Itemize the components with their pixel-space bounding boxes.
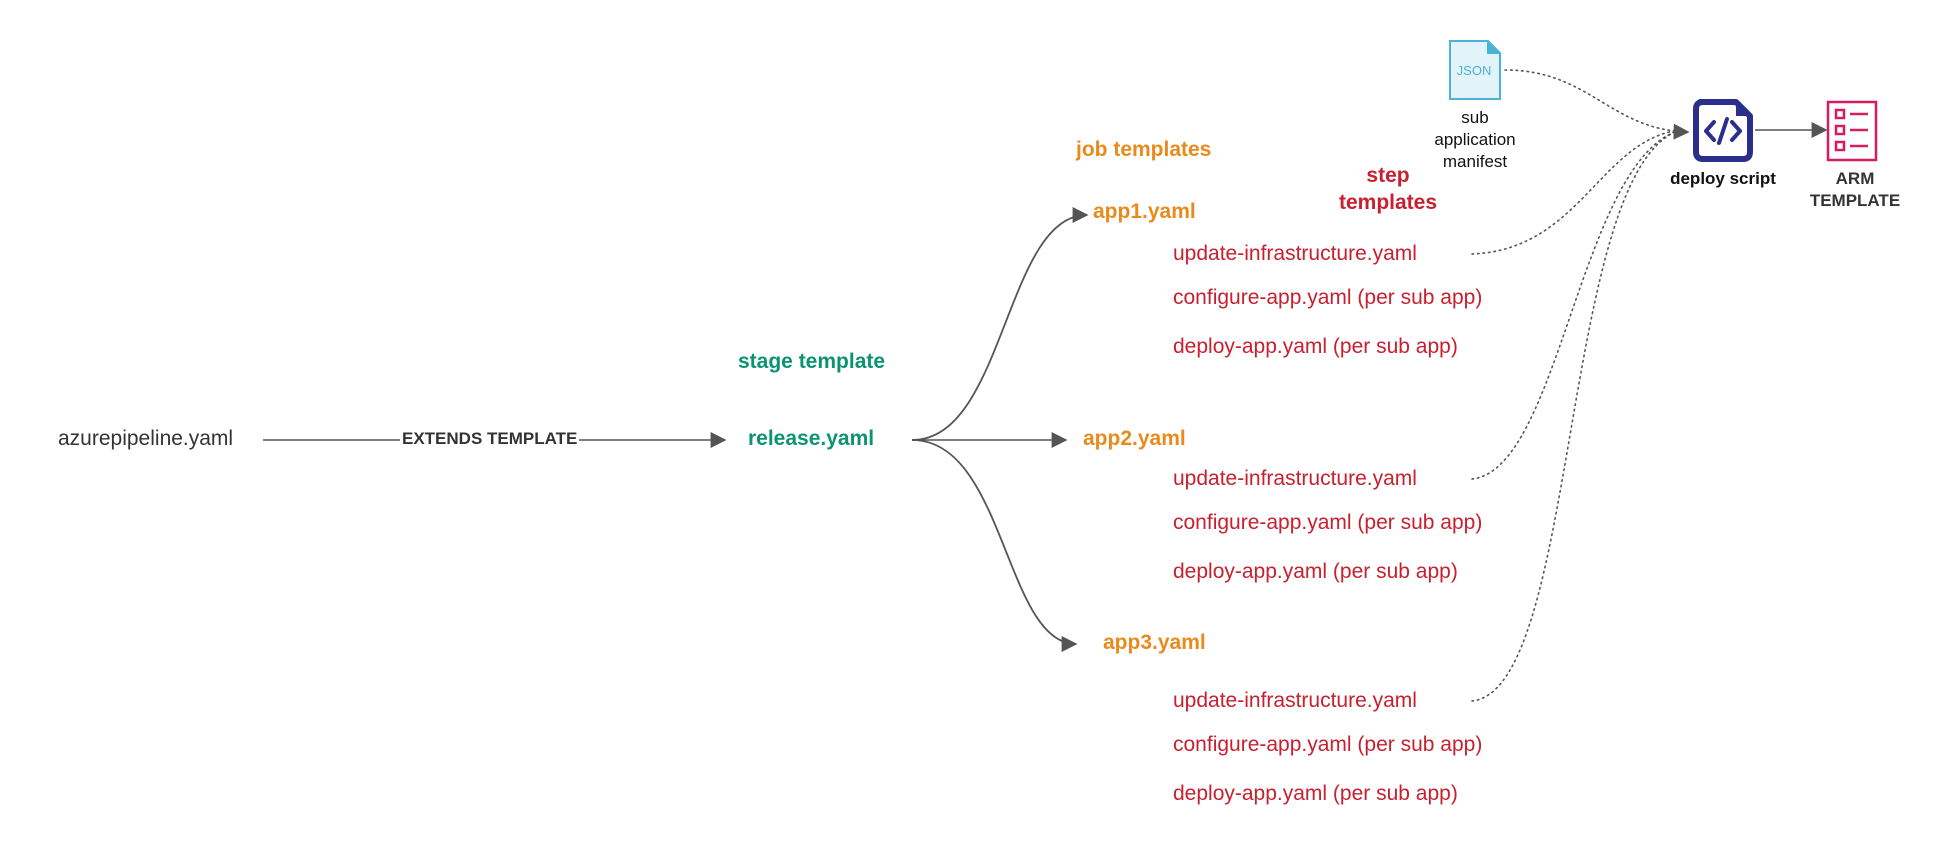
app3-step-deploy-app: deploy-app.yaml (per sub app) xyxy=(1173,782,1458,805)
step-templates-heading: step templates xyxy=(1330,162,1446,216)
manifest-label: sub application manifest xyxy=(1420,107,1530,173)
app2-step-update-infrastructure: update-infrastructure.yaml xyxy=(1173,467,1417,490)
manifest-label-line1: sub xyxy=(1461,108,1489,127)
checklist-icon xyxy=(1826,100,1880,164)
manifest-label-line2: application xyxy=(1434,130,1516,149)
job-app1: app1.yaml xyxy=(1093,200,1196,223)
release-file-label: release.yaml xyxy=(748,427,875,450)
app1-step-update-infrastructure: update-infrastructure.yaml xyxy=(1173,242,1417,265)
connector-to-app3 xyxy=(911,439,1078,652)
app3-step-configure-app: configure-app.yaml (per sub app) xyxy=(1173,733,1483,756)
source-file-label: azurepipeline.yaml xyxy=(58,427,234,450)
job-app3: app3.yaml xyxy=(1103,631,1206,654)
deploy-script-label: deploy script xyxy=(1670,169,1776,188)
app2-step-configure-app: configure-app.yaml (per sub app) xyxy=(1173,511,1483,534)
json-file-icon: JSON xyxy=(1447,38,1503,102)
manifest-label-line3: manifest xyxy=(1442,152,1508,171)
step-templates-heading-line2: templates xyxy=(1338,191,1438,214)
dotted-from-manifest xyxy=(1504,69,1690,140)
app1-step-configure-app: configure-app.yaml (per sub app) xyxy=(1173,286,1483,309)
step-templates-heading-line1: step xyxy=(1366,164,1410,187)
app3-step-update-infrastructure: update-infrastructure.yaml xyxy=(1173,689,1417,712)
dotted-from-infra-3 xyxy=(1471,129,1681,702)
dotted-from-infra-1 xyxy=(1471,129,1681,255)
connector-to-app1 xyxy=(911,207,1089,441)
job-templates-heading: job templates xyxy=(1076,138,1212,161)
stage-template-heading: stage template xyxy=(738,350,886,373)
app1-step-deploy-app: deploy-app.yaml (per sub app) xyxy=(1173,335,1458,358)
json-icon-text: JSON xyxy=(1457,63,1492,78)
app2-step-deploy-app: deploy-app.yaml (per sub app) xyxy=(1173,560,1458,583)
code-file-icon xyxy=(1690,98,1756,164)
job-app2: app2.yaml xyxy=(1083,427,1186,450)
extends-template-label: EXTENDS TEMPLATE xyxy=(400,429,580,448)
arm-template-label-line2: TEMPLATE xyxy=(1809,191,1901,210)
arm-template-label: ARM TEMPLATE xyxy=(1800,168,1910,212)
arm-template-label-line1: ARM xyxy=(1835,169,1875,188)
dotted-from-infra-2 xyxy=(1471,129,1681,480)
